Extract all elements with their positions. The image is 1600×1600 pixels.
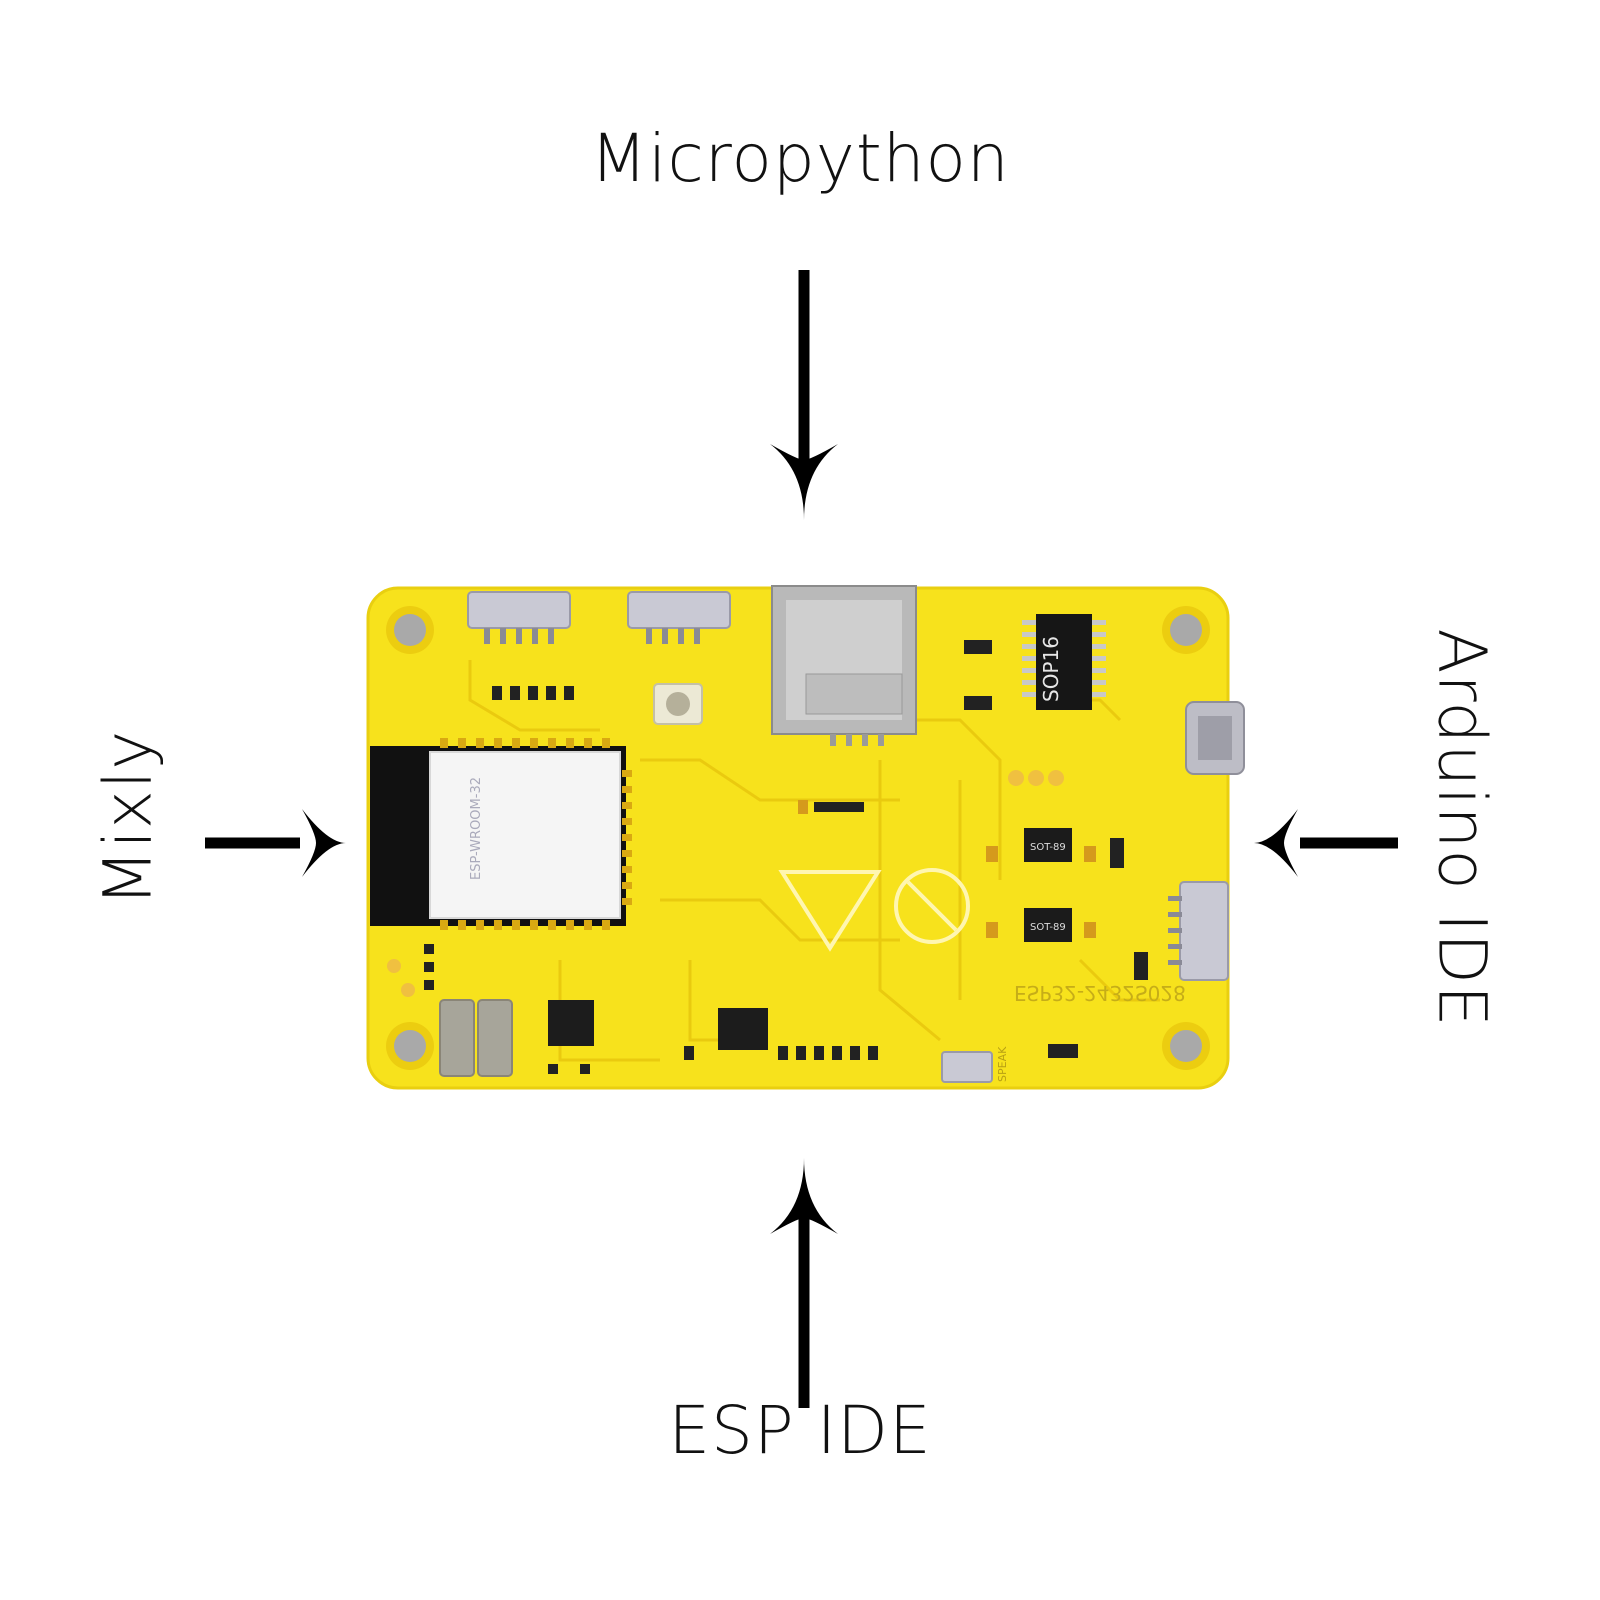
board-label: ESP32-2432S028	[1014, 981, 1186, 1005]
arrow-right	[1254, 809, 1398, 877]
esp32-board: ESP-WROOM-32 SOP16 SOT-89 SOT-89 SPEAK	[366, 585, 1245, 1090]
regulator-label-1: SOT-89	[1030, 842, 1066, 853]
label-micropython: Micropython	[590, 120, 1010, 197]
mounting-holes	[386, 606, 1210, 1070]
arrow-top	[770, 270, 838, 520]
arrow-bottom	[770, 1158, 838, 1408]
speaker-label: SPEAK	[996, 1046, 1009, 1082]
module-label: ESP-WROOM-32	[469, 777, 484, 880]
regulator-label-2: SOT-89	[1030, 922, 1066, 933]
chip-label: SOP16	[1039, 636, 1063, 702]
arrow-left	[205, 809, 346, 877]
